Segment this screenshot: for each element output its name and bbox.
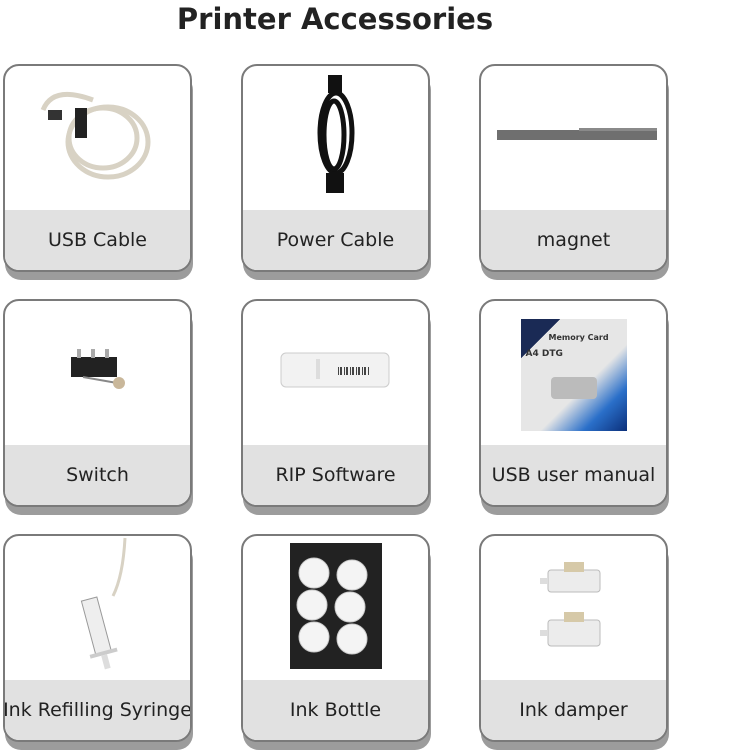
item-label: Ink damper <box>481 680 666 740</box>
accessory-card-magnet: magnet <box>479 64 669 280</box>
accessory-card-usb-user-manual: Memory Card A4 DTG USB user manual <box>479 299 669 515</box>
micro-switch-icon <box>70 349 125 389</box>
syringe-icon <box>80 537 126 670</box>
power-cable-icon <box>317 74 354 193</box>
item-label: Power Cable <box>243 210 428 270</box>
accessory-card-usb-cable: USB Cable <box>3 64 193 280</box>
item-label: Ink Bottle <box>243 680 428 740</box>
memory-card-pack-icon: Memory Card A4 DTG <box>520 319 627 431</box>
accessory-card-syringe: Ink Refilling Syringe <box>3 534 193 750</box>
item-label: RIP Software <box>243 445 428 505</box>
pack-text: Memory Card <box>548 333 609 342</box>
ink-bottles-icon <box>289 543 382 669</box>
usb-cable-icon <box>40 91 150 180</box>
accessory-card-ink-damper: Ink damper <box>479 534 669 750</box>
magnet-bar-icon <box>496 128 657 140</box>
accessory-card-switch: Switch <box>3 299 193 515</box>
usb-dongle-icon <box>280 352 389 388</box>
accessory-card-ink-bottle: Ink Bottle <box>241 534 431 750</box>
item-label: USB Cable <box>5 210 190 270</box>
item-label: Switch <box>5 445 190 505</box>
page-title: Printer Accessories <box>176 2 494 36</box>
accessory-card-rip-software: RIP Software <box>241 299 431 515</box>
accessory-card-power-cable: Power Cable <box>241 64 431 280</box>
pack-subtext: A4 DTG <box>525 349 563 359</box>
item-label: USB user manual <box>481 445 666 505</box>
item-label: Ink Refilling Syringe <box>5 680 190 740</box>
item-label: magnet <box>481 210 666 270</box>
ink-damper-icon <box>539 562 600 647</box>
